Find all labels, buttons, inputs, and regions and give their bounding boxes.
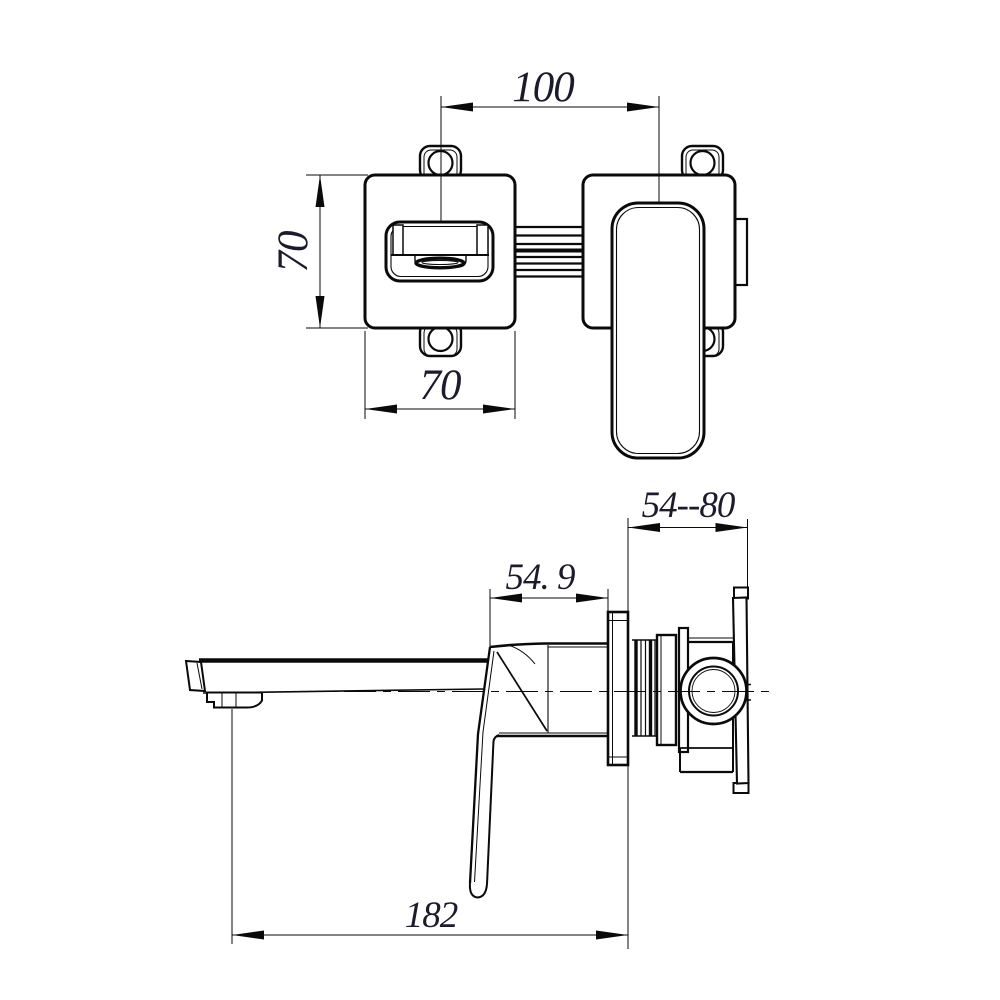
dim-spout-reach-label: 182 xyxy=(405,895,458,936)
handle-front xyxy=(610,201,706,460)
dim-spout-to-wall-label: 54. 9 xyxy=(506,557,576,598)
side-view: 54. 9 54--80 182 xyxy=(184,485,770,949)
connecting-pipe-ribs xyxy=(515,225,583,278)
spout-tip xyxy=(184,659,207,693)
front-view: 100 70 70 xyxy=(270,64,749,460)
arrowhead-icon xyxy=(441,102,473,112)
aperture-side-wall xyxy=(476,224,489,256)
arrowhead-icon xyxy=(315,175,325,207)
screw-hole-icon xyxy=(689,149,716,177)
lever-inner-line xyxy=(474,650,495,883)
aperture-side-wall xyxy=(392,224,404,256)
arrowhead-icon xyxy=(715,523,748,532)
arrowhead-icon xyxy=(576,593,608,603)
flange-plate xyxy=(606,610,630,767)
dim-install-depth-label: 54--80 xyxy=(642,485,736,526)
dim-center-distance-label: 100 xyxy=(512,64,574,111)
dim-center-distance: 100 xyxy=(440,64,660,221)
lever-back-edge xyxy=(486,734,500,885)
dim-install-depth: 54--80 xyxy=(628,485,748,587)
dim-plate-width-label: 70 xyxy=(420,362,462,409)
spout-side xyxy=(184,658,488,709)
locknut-ring xyxy=(655,633,678,747)
arrowhead-icon xyxy=(596,930,628,940)
aerator-ring xyxy=(414,256,466,270)
handle-outline xyxy=(610,201,706,460)
bracket-bottom-tab xyxy=(732,782,750,794)
arrowhead-icon xyxy=(490,593,522,603)
arrowhead-icon xyxy=(232,930,264,940)
arrowhead-icon xyxy=(365,404,397,414)
housing-top-edge xyxy=(489,642,612,649)
dim-plate-height-label: 70 xyxy=(270,231,317,273)
housing-cone-arc xyxy=(507,644,536,665)
aerator-housing xyxy=(206,691,263,709)
handle-lever xyxy=(468,646,500,899)
dim-plate-width: 70 xyxy=(364,331,516,419)
handle-inner-contour xyxy=(615,206,701,455)
dim-spout-reach: 182 xyxy=(231,709,628,944)
wall-flange xyxy=(606,610,630,767)
arrowhead-icon xyxy=(483,404,515,414)
dim-plate-height: 70 xyxy=(270,174,368,329)
lever-tip xyxy=(468,882,488,899)
spout-aperture xyxy=(384,220,495,283)
spout-tip-inner-line xyxy=(196,662,203,690)
aperture-outline xyxy=(384,220,495,283)
screw-hole-icon xyxy=(427,325,454,353)
handle-base-housing xyxy=(489,642,612,738)
arrowhead-icon xyxy=(628,523,660,532)
dim-spout-to-wall: 54. 9 xyxy=(489,557,609,648)
aerator-ring-inner xyxy=(421,260,459,265)
arrowhead-icon xyxy=(627,102,659,112)
lever-front-edge xyxy=(468,646,492,884)
arrowhead-icon xyxy=(315,296,325,328)
